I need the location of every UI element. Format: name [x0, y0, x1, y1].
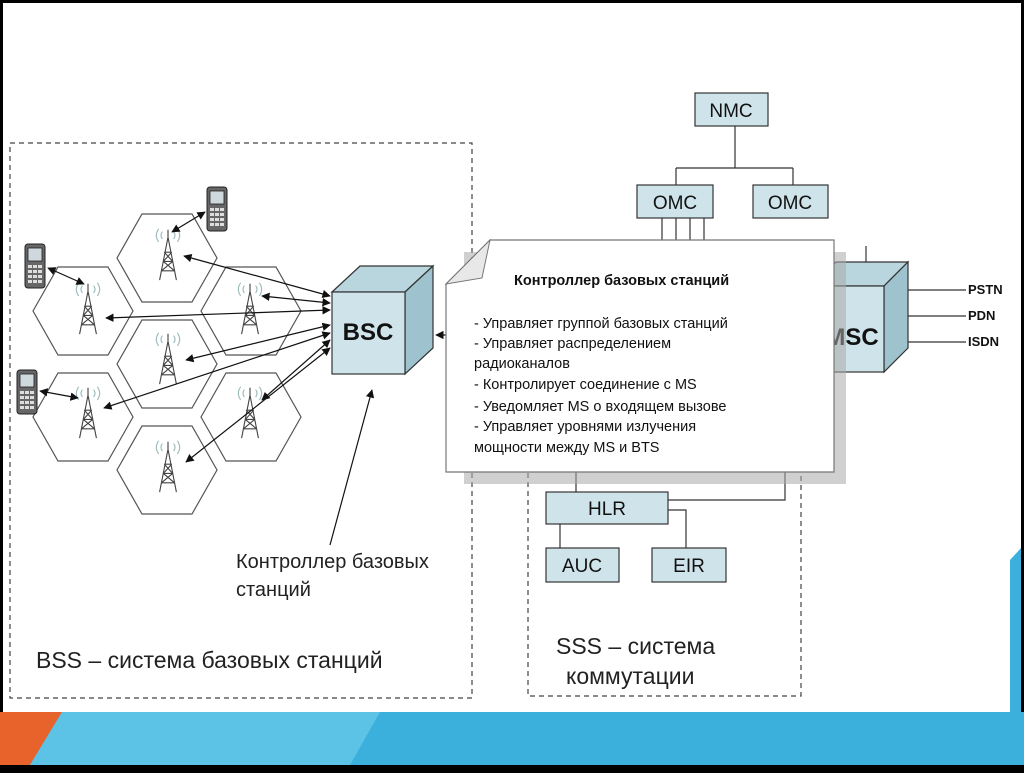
omc-box	[752, 184, 829, 219]
right-edge-accent	[1010, 548, 1021, 712]
radio-link-arrow	[171, 211, 206, 233]
auc-label: AUC	[562, 556, 602, 577]
callout-line: - Управляет группой базовых станций	[474, 316, 728, 332]
callout-line: радиоканалов	[474, 356, 570, 372]
tower-bsc-arrow	[261, 292, 331, 307]
pstn-label: PSTN	[968, 282, 1003, 297]
eir-node[interactable]: EIR	[651, 547, 727, 583]
nmc-node[interactable]: NMC	[694, 92, 769, 127]
omc-node-2[interactable]: OMC	[752, 184, 829, 219]
omc-node[interactable]: OMC	[636, 184, 714, 219]
tower-bsc-arrow	[185, 347, 331, 463]
callout-line: - Управляет уровнями излучения	[474, 419, 696, 435]
bsc-caption-line-1: Контроллер базовых	[236, 551, 429, 573]
callout-fold	[444, 238, 491, 285]
nmc-label: NMC	[709, 101, 752, 122]
eir-box	[651, 547, 727, 583]
auc-box	[545, 547, 620, 583]
hlr-label: HLR	[588, 499, 626, 520]
bss-caption: BSS – система базовых станций	[36, 647, 383, 673]
callout-title: Контроллер базовых станций	[514, 273, 729, 289]
radio-link-arrow	[47, 267, 85, 285]
omc-label: OMC	[653, 193, 697, 214]
bottom-band-orange	[0, 712, 62, 765]
omc-label: OMC	[768, 193, 812, 214]
radio-link-arrow	[39, 388, 79, 401]
callout-line: - Управляет распределением	[474, 336, 671, 352]
callout-line: мощности между MS и BTS	[474, 440, 659, 456]
callout-line: - Контролирует соединение с MS	[474, 377, 697, 393]
sss-caption-line-2: коммутации	[566, 663, 694, 689]
bsc-node[interactable]: BSC	[330, 264, 435, 376]
hlr-node[interactable]: HLR	[545, 491, 669, 525]
omc-msc-connector	[661, 218, 705, 242]
nmc-omc-connector	[675, 126, 794, 185]
sss-caption-line-1: SSS – система	[556, 633, 715, 659]
tower-bsc-arrow	[183, 253, 331, 299]
callout: Контроллер базовых станций - Управляет г…	[444, 238, 846, 484]
network-links	[908, 289, 966, 343]
tower-bsc-arrow	[105, 306, 331, 322]
eir-label: EIR	[673, 556, 705, 577]
bsc-box-front	[331, 291, 406, 375]
mobile-phone-icon	[16, 369, 38, 415]
bsc-caption-line-2: станций	[236, 579, 311, 601]
isdn-label: ISDN	[968, 334, 999, 349]
cell-hexagon	[116, 425, 218, 515]
hlr-box	[545, 491, 669, 525]
cell-hexagon	[32, 372, 134, 462]
omc-box	[636, 184, 714, 219]
nmc-box	[694, 92, 769, 127]
pdn-label: PDN	[968, 308, 995, 323]
hlr-auc-eir-connector	[559, 509, 687, 548]
bottom-band-light	[30, 712, 380, 765]
abis-links	[103, 253, 331, 463]
auc-node[interactable]: AUC	[545, 547, 620, 583]
mobile-phone-icon	[206, 186, 228, 232]
caption-pointer-arrow	[329, 389, 375, 546]
callout-line: - Уведомляет MS о входящем вызове	[474, 399, 726, 415]
bsc-label: BSC	[343, 319, 394, 346]
radio-links	[39, 211, 206, 401]
mobile-phone-icon	[24, 243, 46, 289]
